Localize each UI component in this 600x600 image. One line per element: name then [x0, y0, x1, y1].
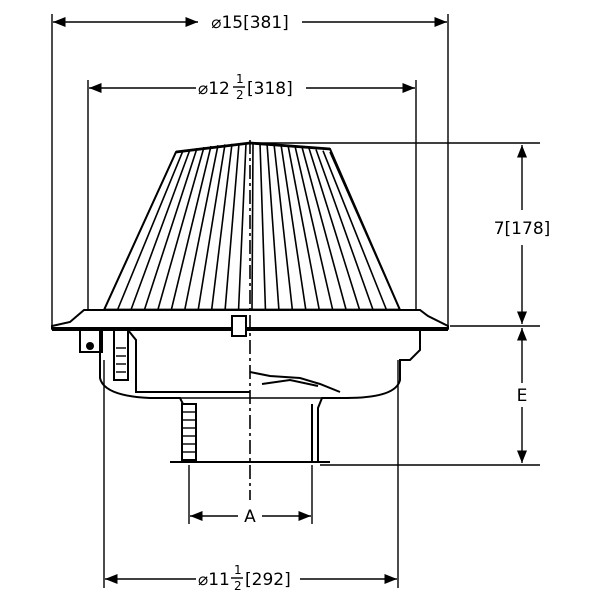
dome-strainer	[102, 141, 402, 312]
dome-rib	[322, 150, 388, 311]
base-diameter-whole: ⌀11	[198, 570, 230, 590]
base-diameter-denominator: 2	[234, 579, 242, 593]
dome-rib	[315, 149, 374, 311]
dome-ribs	[103, 142, 401, 311]
dome-diameter-denominator: 2	[236, 88, 244, 102]
dome-rib	[308, 148, 361, 311]
dome-height-label: 7[178]	[494, 219, 551, 239]
dome-rib	[197, 144, 226, 311]
dome-rib	[329, 151, 401, 311]
dimension-overall-label: ⌀15[381]	[211, 13, 289, 33]
dimension-outlet-width: A	[188, 465, 313, 527]
dome-diameter-numerator: 1	[236, 72, 244, 86]
dome-rib	[294, 145, 334, 311]
dome-rib	[237, 143, 247, 311]
dome-rib	[170, 145, 212, 311]
dome-rib	[143, 148, 198, 311]
base-diameter-numerator: 1	[234, 563, 242, 577]
dome-diameter-metric: [318]	[247, 79, 293, 99]
dome-rib	[224, 143, 240, 311]
dimension-overall-width: ⌀15[381]	[51, 13, 449, 330]
dimension-dome-diameter: ⌀12 1 2 [318]	[87, 72, 417, 318]
outlet-width-label: A	[244, 507, 256, 527]
dimension-body-height: E	[320, 328, 540, 466]
base-diameter-metric: [292]	[245, 570, 291, 590]
dimension-dome-height: 7[178]	[250, 142, 551, 327]
body-height-label: E	[517, 386, 528, 406]
dome-diameter-whole: ⌀12	[198, 79, 230, 99]
dome-rib	[259, 143, 267, 311]
dome-rib	[210, 143, 233, 311]
dome-rib	[130, 149, 191, 311]
dimension-base-diameter: ⌀11 1 2 [292]	[103, 360, 399, 593]
dome-rib	[103, 151, 177, 311]
dome-rib	[280, 144, 307, 311]
dome-rib	[273, 143, 294, 311]
dome-rib	[287, 145, 321, 311]
dome-rib	[157, 146, 205, 311]
dome-rib	[301, 146, 347, 311]
dome-rib	[266, 143, 280, 311]
dome-rib	[183, 145, 219, 311]
dome-rib	[251, 142, 254, 311]
dome-rib	[116, 150, 184, 311]
